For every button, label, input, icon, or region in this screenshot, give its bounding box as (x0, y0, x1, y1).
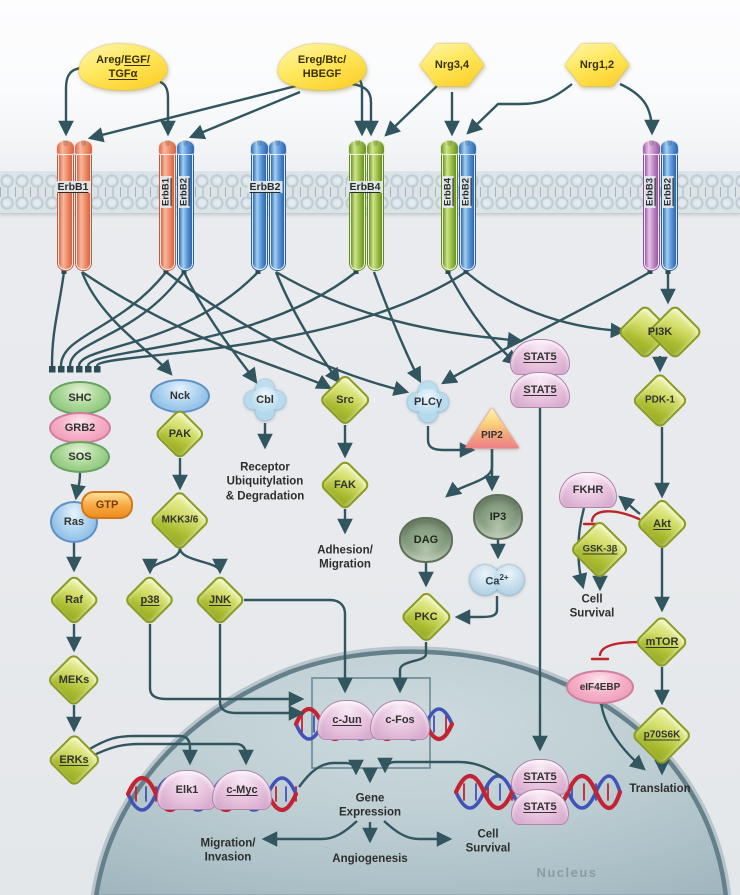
node-mkk36: MKK3/6 (148, 488, 212, 552)
receptor-erbb2-rod (250, 140, 269, 270)
node-elk1: Elk1 (157, 770, 217, 810)
node-src: Src (318, 373, 372, 427)
node-cjun: c-Jun (317, 700, 377, 740)
node-erks: ERKs (46, 732, 102, 788)
node-pak: PAK (153, 407, 207, 461)
ligand-label: Areg/EGF/ (96, 53, 150, 66)
receptor-label-erbb2: ErbB2 (460, 176, 472, 208)
receptor-erbb2-rod (176, 140, 195, 270)
ligand-arrows (58, 66, 660, 143)
receptor-erbb4-rod (366, 140, 385, 270)
receptor-erbb1-rod (56, 140, 75, 270)
text-nucleus-label: Nucleus (536, 864, 598, 880)
ligand-label: HBEGF (302, 68, 342, 80)
node-plc-gamma: PLCγ (402, 379, 454, 425)
node-fkhr: FKHR (559, 472, 617, 508)
ligand-label: TGFα (108, 68, 138, 80)
node-fak: FAK (318, 458, 372, 512)
ligand-nrg34: Nrg3,4 (420, 43, 484, 87)
ligand-blob-shape (79, 44, 167, 90)
node-p38: p38 (123, 573, 177, 627)
node-gtp: GTP (81, 491, 133, 519)
node-stat5-cyto: STAT5 (510, 372, 570, 408)
receptor-erbb4-rod (440, 140, 459, 270)
receptor-label-erbb1: ErbB1 (160, 176, 172, 208)
receptor-erbb4-rod (348, 140, 367, 270)
connector-squares (49, 269, 671, 373)
receptor-erbb3-rod (642, 140, 661, 270)
receptor-label-erbb4: ErbB4 (347, 181, 383, 193)
ligand-blob-shape (278, 44, 366, 90)
receptor-erbb1-rod (158, 140, 177, 270)
node-eif4ebp: eIF4EBP (566, 670, 634, 704)
node-raf: Raf (47, 573, 101, 627)
node-p70s6k: p70S6K (630, 703, 694, 767)
node-cmyc: c-Myc (212, 770, 272, 810)
ligand-label: Nrg1,2 (579, 58, 615, 71)
text-translation: Translation (629, 782, 691, 795)
text-migration-invasion: Migration/Invasion (200, 837, 256, 864)
ligand-ereg-btc-hbegf: Ereg/Btc/ HBEGF (278, 44, 366, 90)
node-akt: Akt (635, 497, 689, 551)
receptor-label-erbb2: ErbB2 (247, 181, 283, 193)
node-grb2: GRB2 (49, 412, 111, 444)
node-jnk: JNK (193, 573, 247, 627)
node-gsk3b: GSK-3β (569, 518, 631, 580)
receptor-label-erbb2: ErbB2 (662, 176, 674, 208)
receptor-erbb2-rod (458, 140, 477, 270)
receptor-label-erbb1: ErbB1 (55, 181, 91, 193)
node-stat5-nucleus: STAT5 (511, 759, 569, 795)
node-pip2: PIP2 (465, 408, 519, 448)
node-shc: SHC (49, 381, 111, 415)
receptor-erbb2-rod (660, 140, 679, 270)
node-stat5-nucleus: STAT5 (511, 789, 569, 825)
text-angiogenesis: Angiogenesis (332, 852, 408, 865)
node-sos: SOS (50, 441, 110, 473)
node-pkc: PKC (399, 590, 453, 644)
node-pi3k: PI3K (616, 303, 704, 361)
ligand-areg-egf-tgfa: Areg/EGF/ TGFα (79, 44, 167, 90)
receptor-erbb1-rod (74, 140, 93, 270)
node-nck: Nck (150, 379, 210, 413)
node-meks: MEKs (46, 652, 102, 708)
node-dag: DAG (399, 517, 453, 563)
text-adhesion-migration: Adhesion/Migration (317, 544, 373, 571)
receptor-erbb2-rod (268, 140, 287, 270)
node-calcium: Ca2+ (470, 564, 524, 596)
receptor-signal-lines (50, 270, 676, 396)
ligand-nrg12: Nrg1,2 (565, 43, 629, 87)
ligand-label: Nrg3,4 (434, 58, 470, 71)
ligand-label: Ereg/Btc/ (297, 53, 347, 66)
receptor-label-erbb2: ErbB2 (178, 176, 190, 208)
node-cbl: Cbl (241, 377, 289, 423)
receptor-label-erbb3: ErbB3 (644, 176, 656, 208)
node-mtor: mTOR (634, 614, 690, 670)
node-pdk1: PDK-1 (631, 371, 689, 429)
node-ip3: IP3 (473, 494, 523, 540)
receptor-label-erbb4: ErbB4 (442, 176, 454, 208)
cascade-arrows (66, 356, 670, 847)
